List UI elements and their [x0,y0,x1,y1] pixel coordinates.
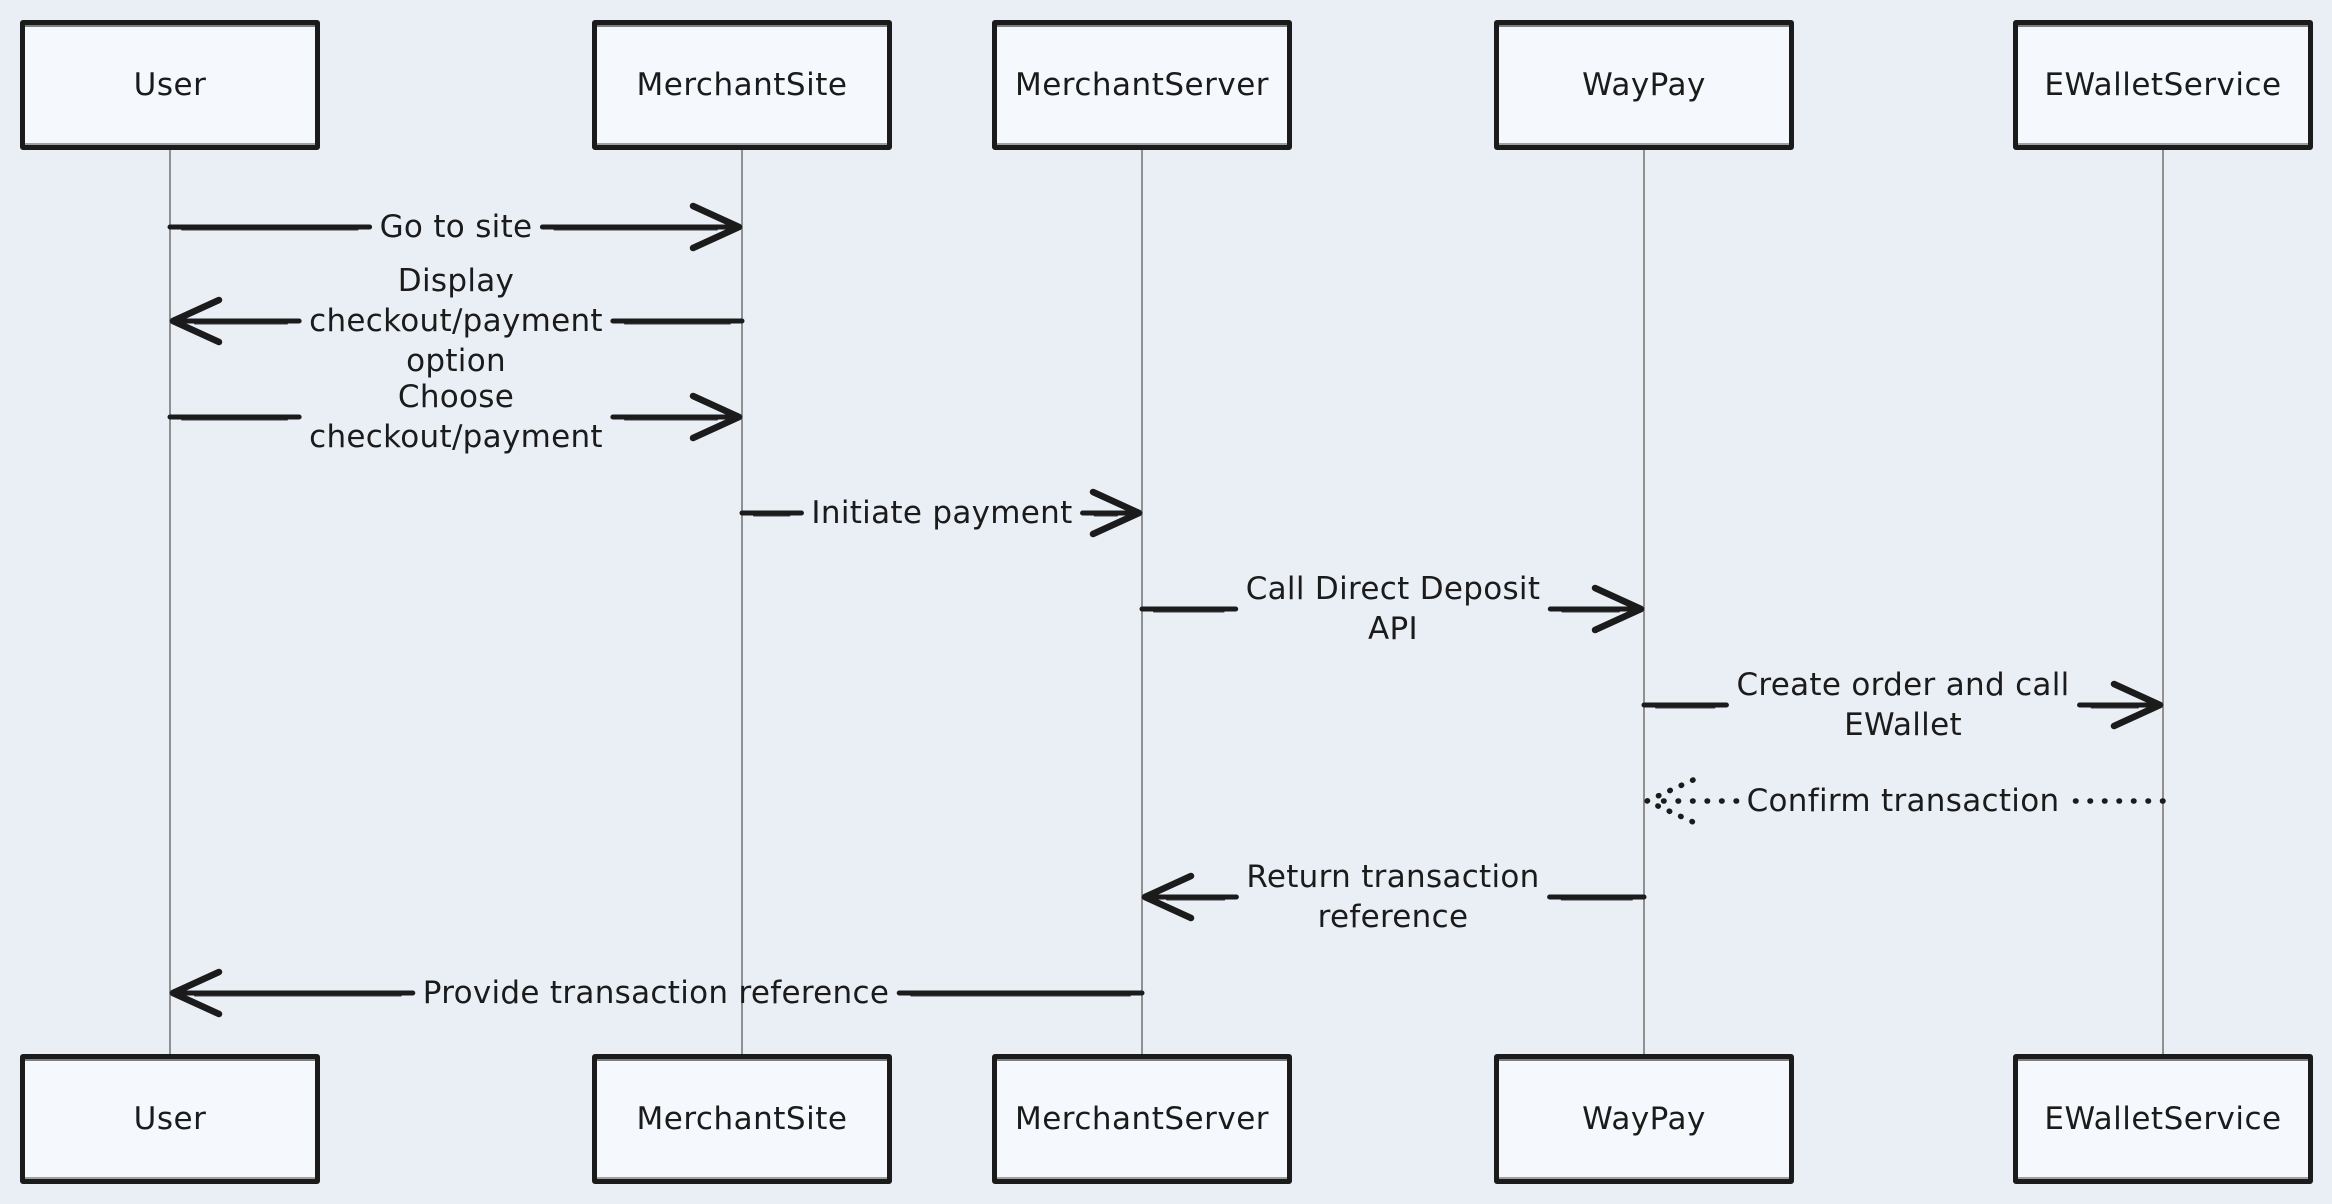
arrowhead-4 [1591,584,1645,634]
actor-label-merchantsite: MerchantSite [636,1101,848,1137]
arrowhead-5 [2110,680,2164,730]
arrowhead-2 [689,392,743,442]
actor-label-user: User [133,67,207,103]
arrowhead-8 [169,968,223,1018]
actor-box-ewalletservice-top: EWalletService [2013,20,2313,150]
message-label-choose-checkout-payment: Choose checkout/payment [309,379,603,455]
actor-box-merchantsite-bottom: MerchantSite [592,1054,892,1184]
actor-label-waypay: WayPay [1582,1101,1706,1137]
actor-label-merchantsite: MerchantSite [636,67,848,103]
message-label-go-to-site: Go to site [379,209,533,245]
actor-label-merchantserver: MerchantServer [1014,1101,1270,1137]
arrowhead-3 [1089,488,1143,538]
actor-box-user-top: User [20,20,320,150]
message-label-display-checkout-option: Display checkout/payment option [309,263,603,379]
message-label-provide-transaction-reference: Provide transaction reference [422,975,890,1011]
message-label-initiate-payment: Initiate payment [811,495,1073,531]
actor-box-user-bottom: User [20,1054,320,1184]
arrowhead-0 [689,202,743,252]
message-label-confirm-transaction: Confirm transaction [1746,783,2060,819]
arrowhead-6 [1644,777,1696,825]
actor-box-ewalletservice-bottom: EWalletService [2013,1054,2313,1184]
actor-box-waypay-bottom: WayPay [1494,1054,1794,1184]
actor-label-user: User [133,1101,207,1137]
message-label-return-transaction-reference: Return transaction reference [1246,859,1540,935]
message-label-create-order-call-ewallet: Create order and call EWallet [1736,667,2070,743]
actor-label-ewalletservice: EWalletService [2044,1101,2282,1137]
actor-label-waypay: WayPay [1582,67,1706,103]
arrowhead-7 [1141,872,1195,922]
actor-box-waypay-top: WayPay [1494,20,1794,150]
actor-box-merchantsite-top: MerchantSite [592,20,892,150]
actor-label-ewalletservice: EWalletService [2044,67,2282,103]
actor-box-merchantserver-top: MerchantServer [992,20,1292,150]
arrowhead-1 [169,296,223,346]
actor-label-merchantserver: MerchantServer [1014,67,1270,103]
message-label-call-direct-deposit-api: Call Direct Deposit API [1245,571,1541,647]
actor-box-merchantserver-bottom: MerchantServer [992,1054,1292,1184]
